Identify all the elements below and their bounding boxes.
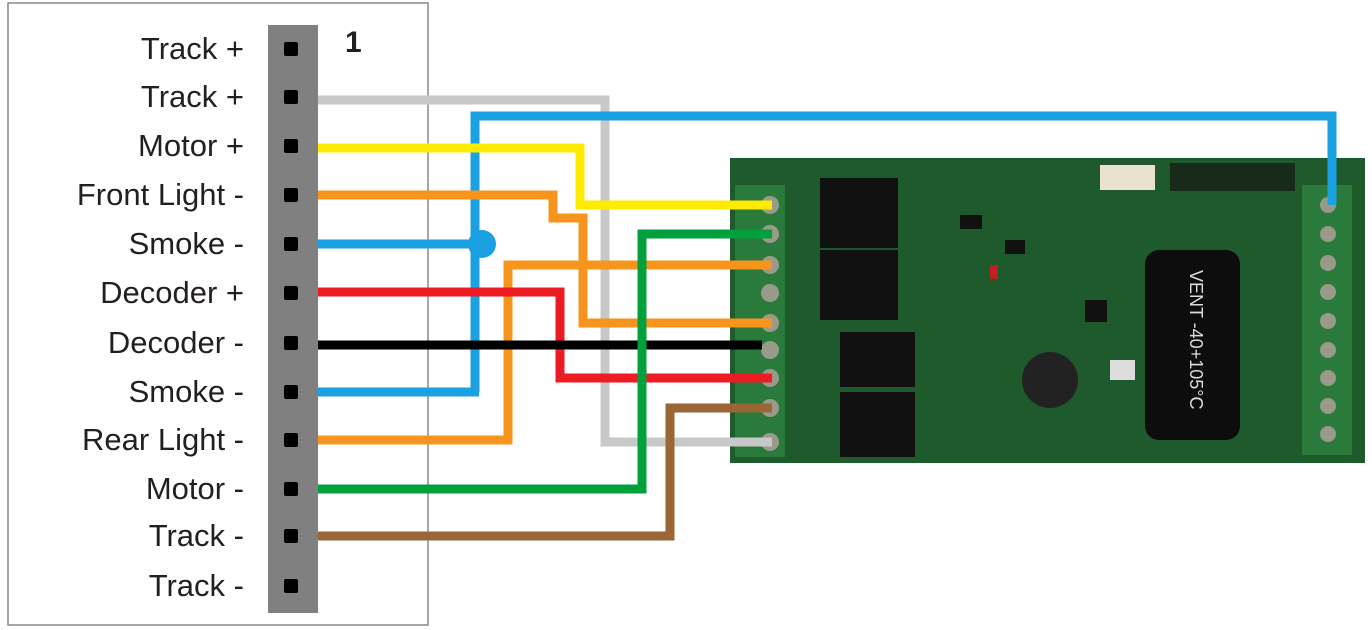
wire-grey [318, 95, 772, 447]
connector-outline [7, 2, 429, 626]
pin-hole [284, 529, 298, 543]
pin-label: Track + [140, 31, 244, 66]
wire-yellow [318, 143, 772, 210]
terminal-screw [1320, 255, 1336, 271]
decoder-pcb: VENT -40+105°C [730, 158, 1365, 463]
pin-hole [284, 286, 298, 300]
pin-hole [284, 579, 298, 593]
svg-text:VENT -40+105°C: VENT -40+105°C [1186, 270, 1206, 409]
pin-label: Track - [148, 568, 244, 603]
terminal-screw [1320, 426, 1336, 442]
terminal-screw [761, 341, 779, 359]
pin-label: Motor - [145, 471, 244, 506]
terminal-screw [761, 284, 779, 302]
pin-label: Decoder - [107, 325, 244, 360]
pin-hole [284, 237, 298, 251]
pin-hole [284, 433, 298, 447]
pin-hole [284, 42, 298, 56]
wire-brown [318, 403, 772, 541]
pin-1-marker: 1 [345, 26, 362, 59]
pin-strip [268, 25, 318, 613]
pin-hole [284, 139, 298, 153]
pin-label: Track + [140, 79, 244, 114]
pin-label: Track - [148, 518, 244, 553]
terminal-screw [1320, 398, 1336, 414]
pin-label: Rear Light - [82, 422, 244, 457]
terminal-screw [1320, 370, 1336, 386]
terminal-screw [1320, 284, 1336, 300]
wire-green [318, 229, 772, 494]
pin-label: Motor + [138, 128, 244, 163]
terminal-screw [1320, 226, 1336, 242]
pin-hole [284, 385, 298, 399]
junction-dot [468, 230, 496, 258]
wire-orange-front-light [318, 190, 772, 328]
pin-label: Decoder + [100, 275, 244, 310]
pin-hole [284, 90, 298, 104]
pin-label: Smoke - [128, 374, 244, 409]
wire-red [318, 287, 772, 383]
pin-hole [284, 482, 298, 496]
pin-hole [284, 188, 298, 202]
pin-label: Smoke - [128, 226, 244, 261]
terminal-screw [1320, 342, 1336, 358]
pin-label: Front Light - [76, 177, 244, 212]
pin-hole [284, 336, 298, 350]
terminal-screw [1320, 313, 1336, 329]
